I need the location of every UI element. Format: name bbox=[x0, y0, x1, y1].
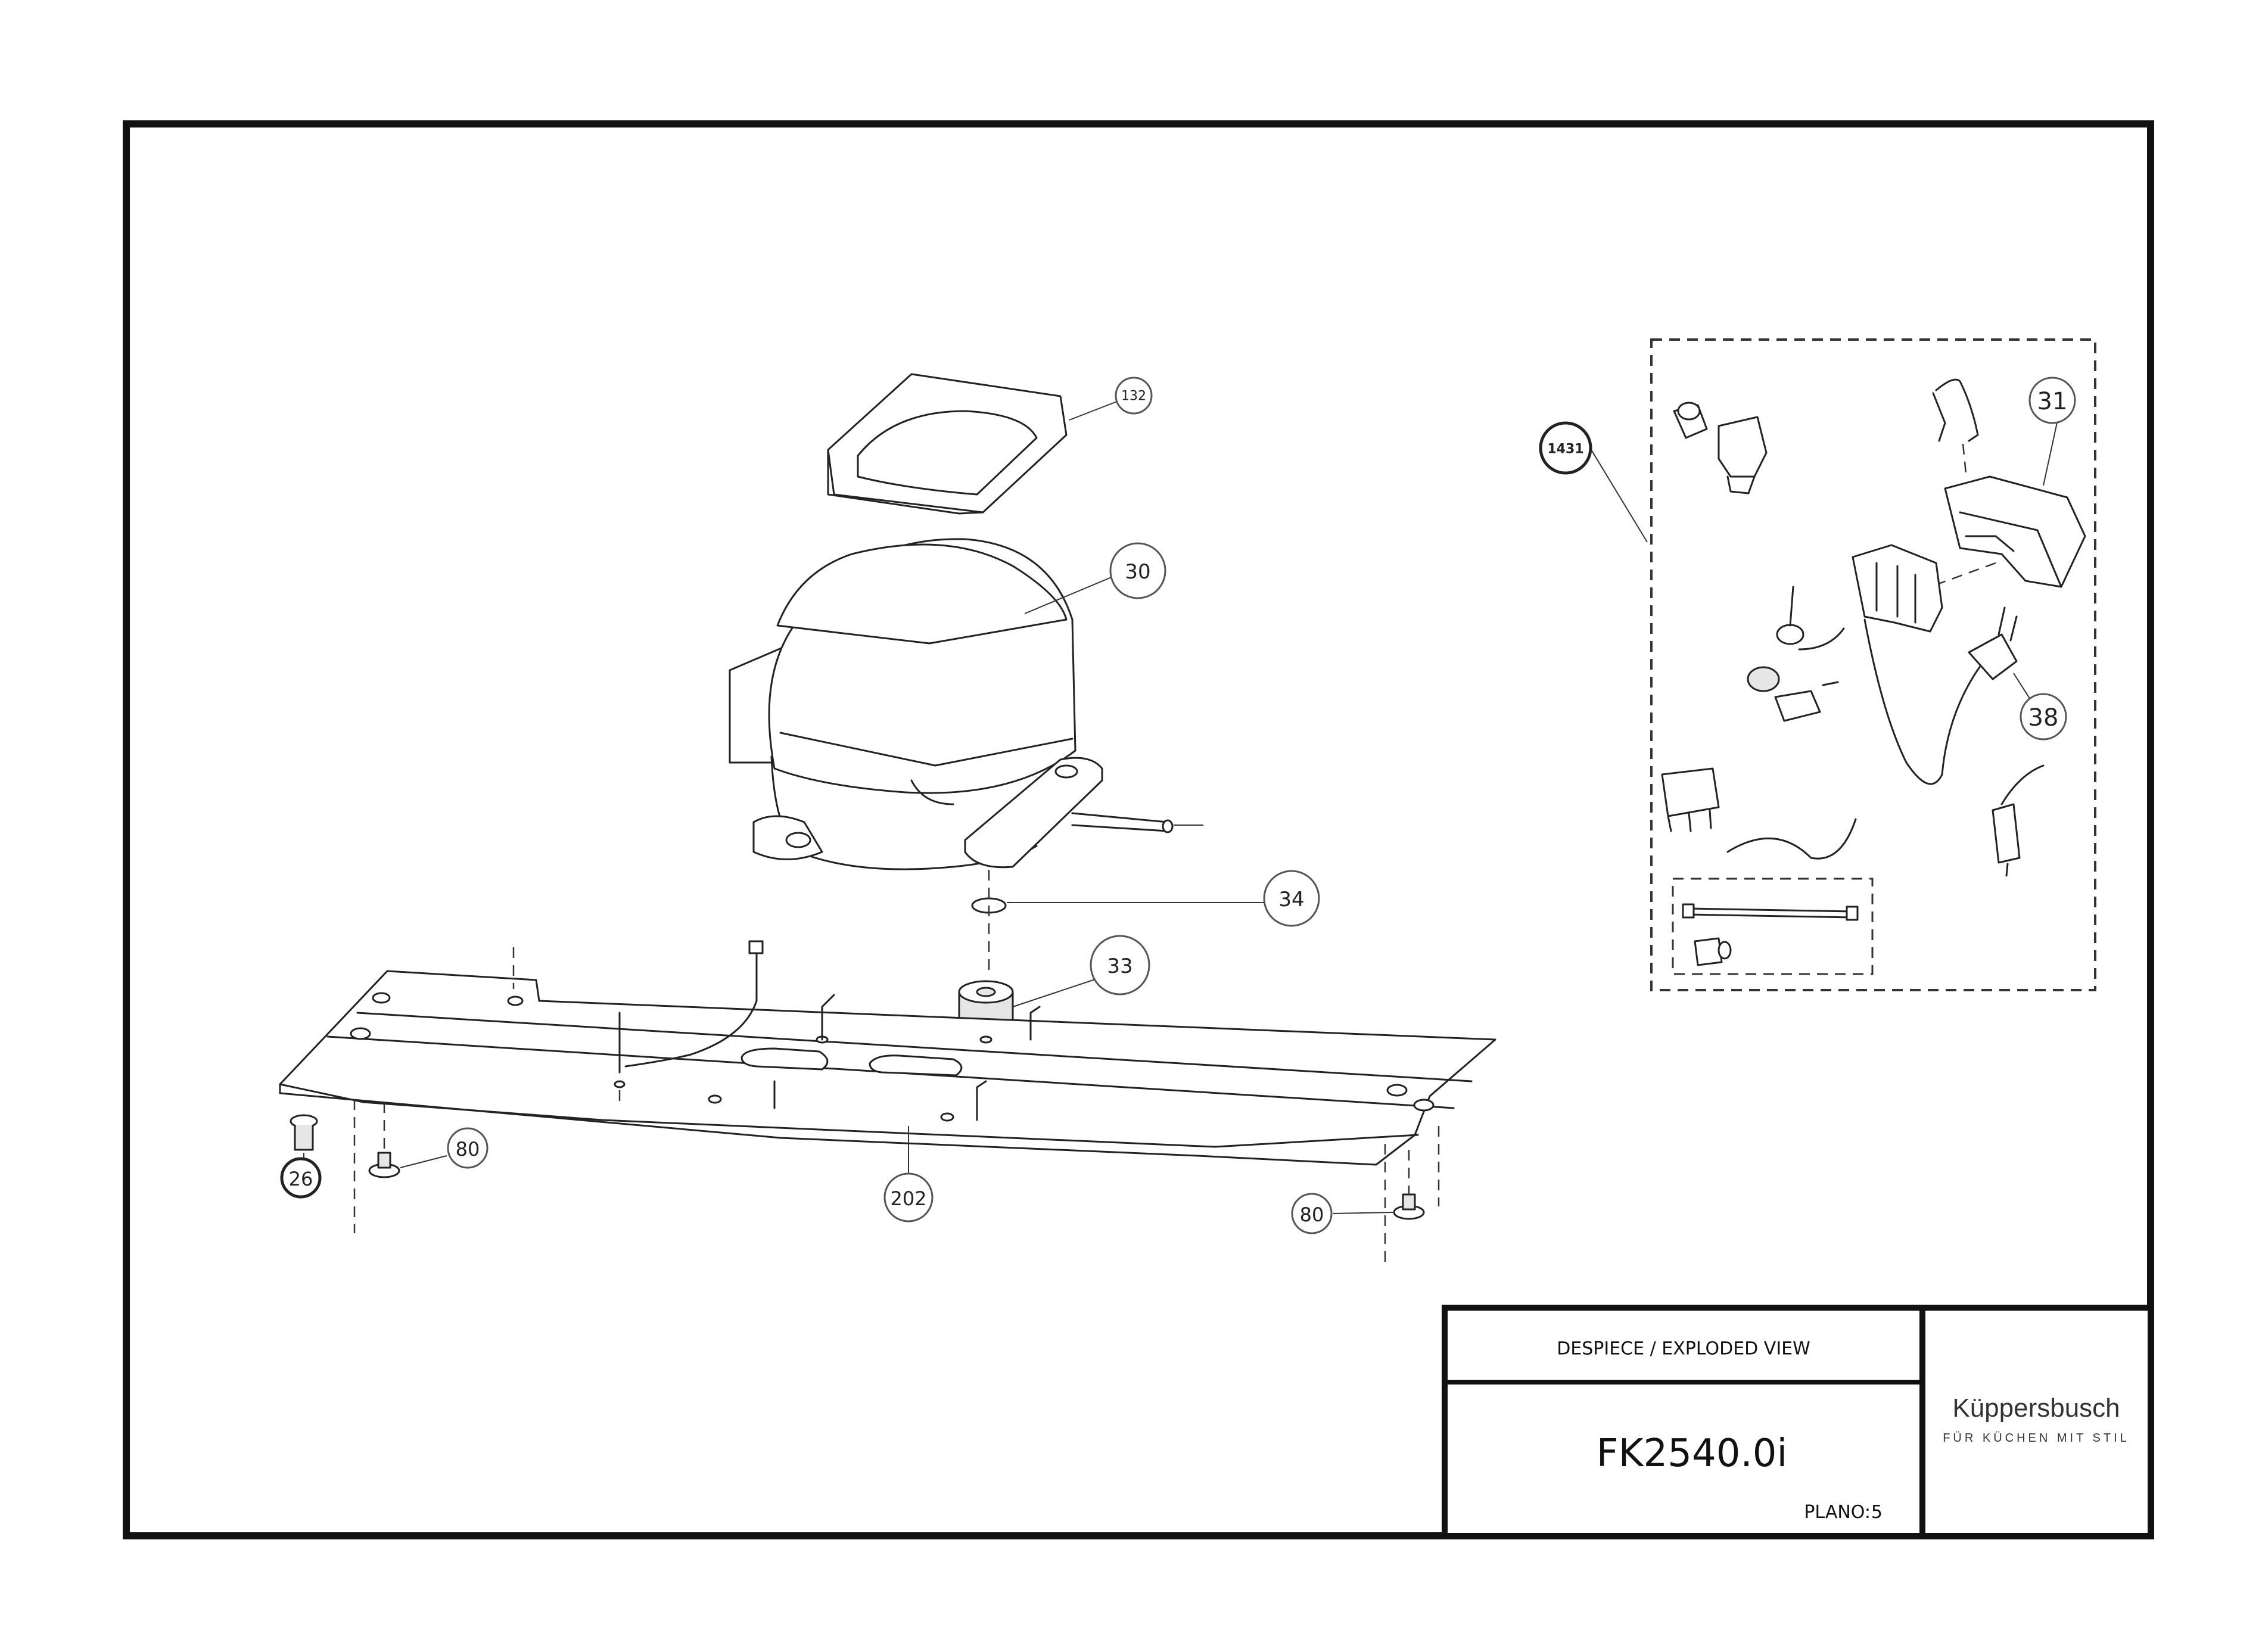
drawing-frame bbox=[123, 120, 2154, 1539]
callout-30-label: 30 bbox=[1125, 560, 1150, 584]
part-80-foot-left bbox=[368, 1152, 400, 1178]
callout-34-label: 34 bbox=[1278, 888, 1304, 911]
kit-relay-housing bbox=[1852, 544, 1943, 633]
callout-80-left-label: 80 bbox=[456, 1138, 480, 1161]
kit-capacitor bbox=[1992, 764, 2045, 877]
kit-thermal-protector bbox=[1747, 586, 1845, 722]
brand-tagline: FÜR KÜCHEN MIT STIL bbox=[1943, 1432, 2130, 1445]
kit-terminal-block bbox=[1661, 767, 1720, 832]
callout-26: 26 bbox=[280, 1157, 322, 1199]
callout-33: 33 bbox=[1090, 935, 1150, 995]
kit-wire-harness bbox=[1682, 903, 1859, 966]
callout-26-label: 26 bbox=[289, 1168, 313, 1190]
callout-80-right: 80 bbox=[1291, 1193, 1333, 1234]
callout-31: 31 bbox=[2028, 377, 2076, 424]
callout-30: 30 bbox=[1109, 542, 1166, 599]
callout-38: 38 bbox=[2020, 693, 2067, 741]
kit-starter-relay bbox=[1673, 402, 1768, 494]
kit-part-38-power-cord bbox=[1863, 606, 2018, 785]
plano-number: 5 bbox=[1871, 1502, 1883, 1523]
kit-wire bbox=[1726, 818, 1857, 860]
callout-1431: 1431 bbox=[1539, 421, 1592, 475]
title-block bbox=[1442, 1305, 2154, 1539]
callout-1431-label: 1431 bbox=[1547, 442, 1583, 457]
callout-34: 34 bbox=[1263, 870, 1320, 927]
callout-202: 202 bbox=[883, 1172, 934, 1222]
part-202-base-plate bbox=[279, 940, 1496, 1166]
kit-sub-dashed-box bbox=[1672, 878, 1874, 975]
callout-202-label: 202 bbox=[890, 1187, 926, 1210]
kit-1431-dashed-box bbox=[1650, 338, 2096, 991]
part-80-foot-right bbox=[1393, 1193, 1425, 1220]
part-26-screw bbox=[290, 1114, 318, 1151]
model-number: FK2540.0i bbox=[1597, 1432, 1788, 1476]
callout-132: 132 bbox=[1115, 377, 1153, 415]
callout-38-label: 38 bbox=[2028, 704, 2059, 732]
part-132-cap bbox=[827, 373, 1068, 515]
callout-80-right-label: 80 bbox=[1300, 1203, 1324, 1226]
callout-132-label: 132 bbox=[1121, 389, 1146, 404]
brand-logo: Küppersbusch bbox=[1952, 1393, 2120, 1423]
view-title: DESPIECE / EXPLODED VIEW bbox=[1557, 1339, 1810, 1359]
plano-label: PLANO: bbox=[1804, 1502, 1871, 1523]
callout-31-label: 31 bbox=[2037, 388, 2068, 415]
callout-80-left: 80 bbox=[447, 1127, 489, 1169]
callout-33-label: 33 bbox=[1107, 954, 1132, 978]
part-30-compressor bbox=[729, 538, 1203, 870]
kit-part-31-bracket bbox=[1932, 378, 2086, 588]
